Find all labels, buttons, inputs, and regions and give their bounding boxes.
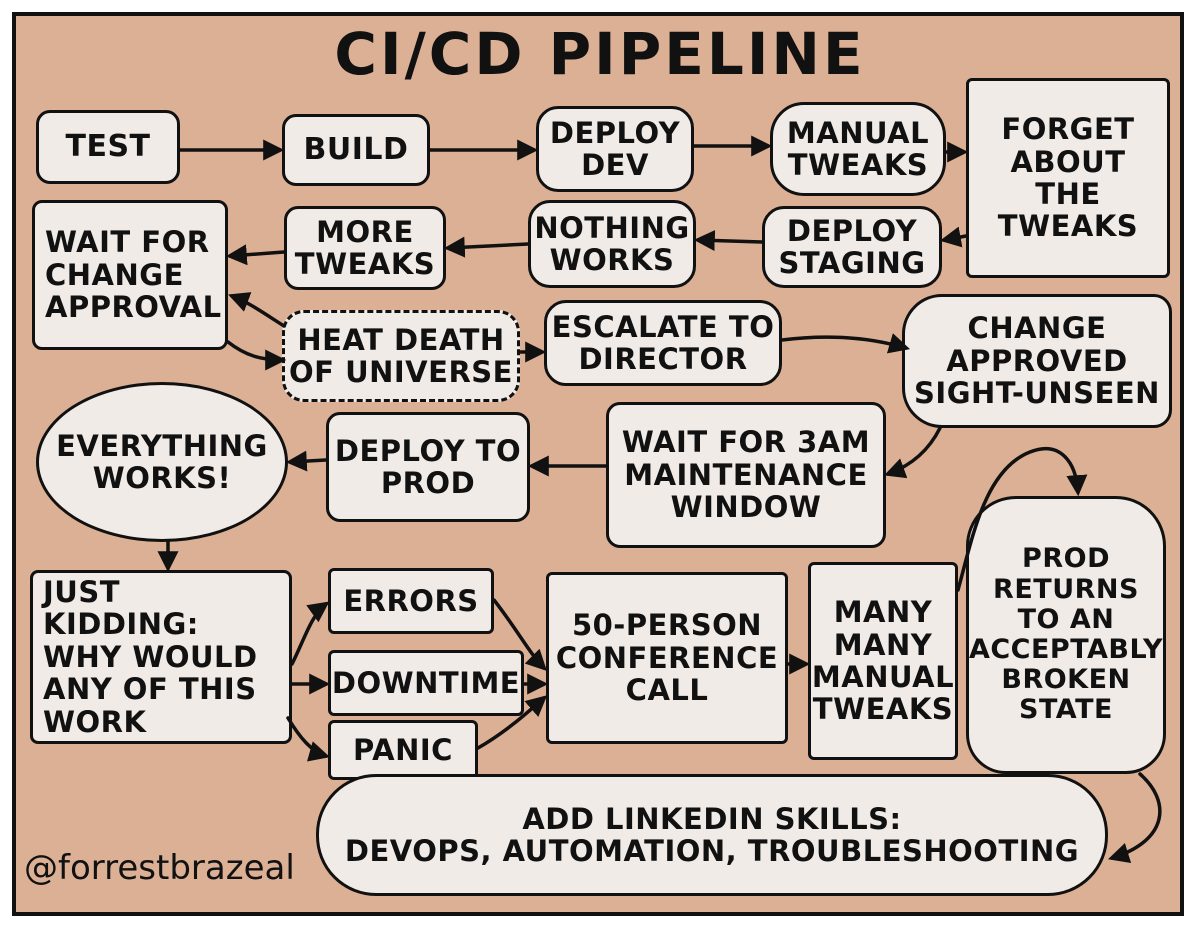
node-manual-tweaks: MANUAL TWEAKS [770, 102, 946, 196]
node-just-kidding: JUST KIDDING: WHY WOULD ANY OF THIS WORK [30, 570, 292, 744]
node-50-person-conference-call: 50-PERSON CONFERENCE CALL [546, 572, 788, 744]
node-nothing-works: NOTHING WORKS [528, 200, 696, 288]
node-many-many-manual-tweaks: MANY MANY MANUAL TWEAKS [808, 562, 958, 760]
node-everything-works: EVERYTHING WORKS! [36, 382, 288, 542]
node-errors: ERRORS [328, 568, 494, 634]
node-test: TEST [36, 110, 180, 184]
author-credit: @forrestbrazeal [24, 848, 295, 888]
node-deploy-to-prod: DEPLOY TO PROD [326, 412, 530, 522]
node-more-tweaks: MORE TWEAKS [284, 206, 446, 290]
node-add-linkedin-skills: ADD LINKEDIN SKILLS: DEVOPS, AUTOMATION,… [316, 774, 1108, 896]
diagram-title: CI/CD PIPELINE [334, 20, 866, 88]
node-wait-for-3am-maintenance-window: WAIT FOR 3AM MAINTENANCE WINDOW [606, 402, 886, 548]
node-change-approved-sight-unseen: CHANGE APPROVED SIGHT-UNSEEN [902, 294, 1172, 428]
node-wait-for-change-approval: WAIT FOR CHANGE APPROVAL [32, 200, 228, 350]
node-panic: PANIC [328, 720, 478, 780]
node-escalate-to-director: ESCALATE TO DIRECTOR [544, 300, 782, 386]
node-forget-about-the-tweaks: FORGET ABOUT THE TWEAKS [966, 78, 1170, 278]
node-downtime: DOWNTIME [328, 650, 524, 716]
node-prod-returns-to-acceptably-broken-state: PROD RETURNS TO AN ACCEPTABLY BROKEN STA… [966, 496, 1166, 774]
node-heat-death-of-universe: HEAT DEATH OF UNIVERSE [282, 310, 520, 402]
node-deploy-staging: DEPLOY STAGING [762, 206, 942, 288]
node-deploy-dev: DEPLOY DEV [536, 106, 694, 192]
node-build: BUILD [282, 114, 430, 186]
